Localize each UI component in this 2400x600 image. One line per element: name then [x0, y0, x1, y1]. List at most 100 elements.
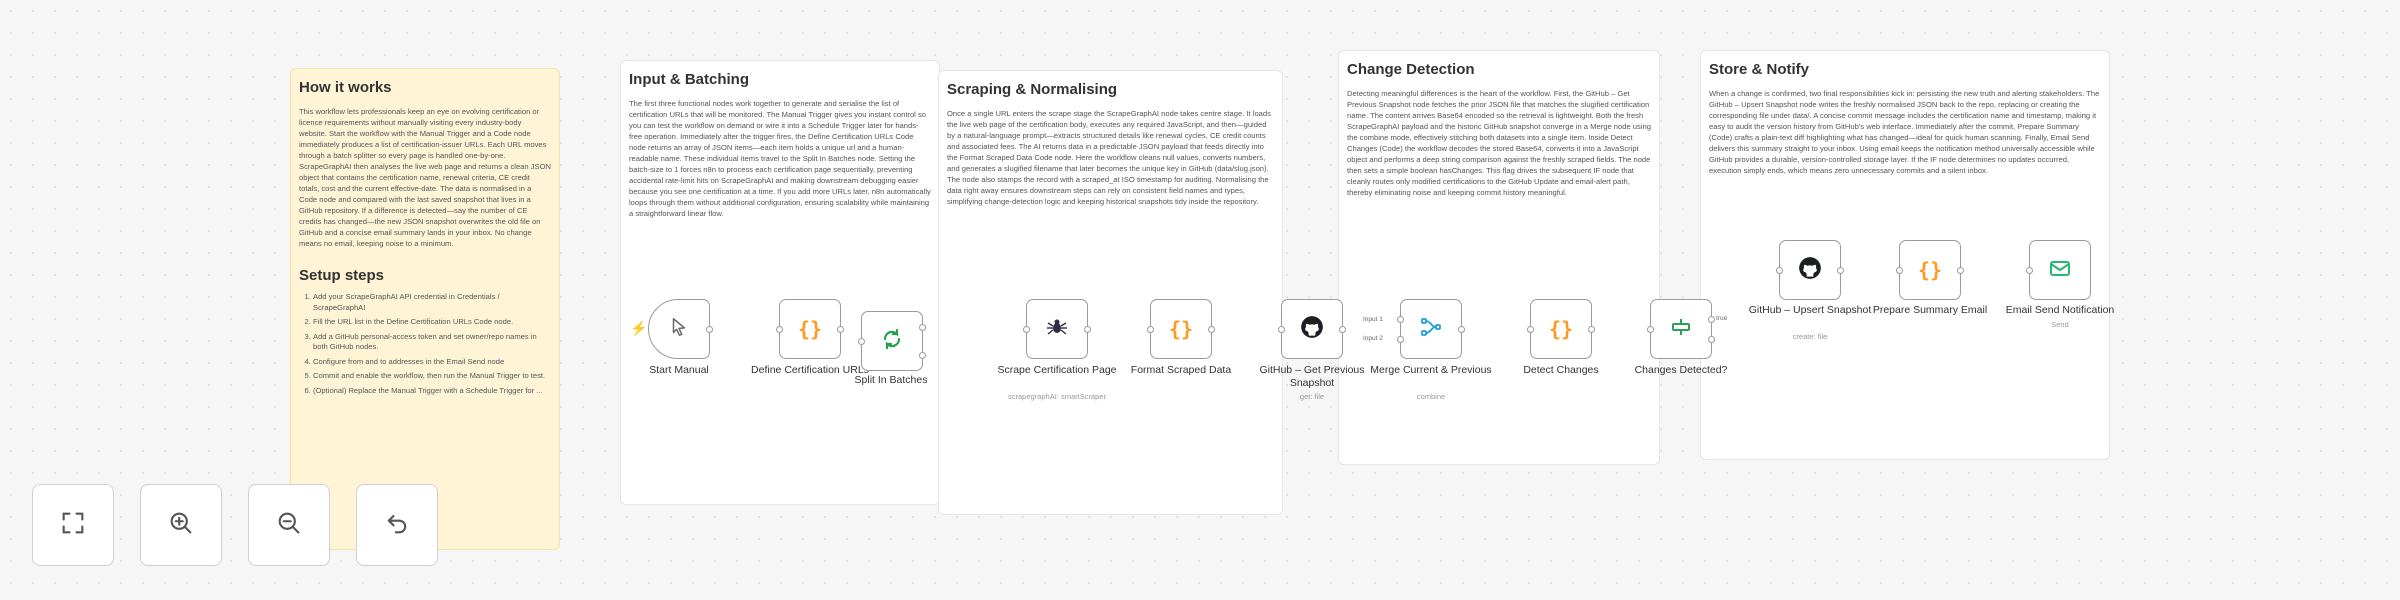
store-notify-body: When a change is confirmed, two final re… — [1709, 89, 2100, 175]
node-format-scraped-data[interactable]: {} — [1147, 299, 1215, 359]
input-handle[interactable] — [776, 326, 783, 333]
setup-step: (Optional) Replace the Manual Trigger wi… — [313, 386, 551, 397]
output-handle-loop[interactable] — [919, 352, 926, 359]
github-icon — [1299, 314, 1325, 345]
input-handle[interactable] — [1647, 326, 1654, 333]
output-handle[interactable] — [1588, 326, 1595, 333]
node-define-certification-urls[interactable]: {} — [776, 299, 844, 359]
input-handle[interactable] — [1776, 267, 1783, 274]
output-handle[interactable] — [706, 326, 713, 333]
output-handle[interactable] — [1208, 326, 1215, 333]
node-gh-upsert-subtitle: create: file — [1792, 332, 1828, 341]
sticky-change-detection: Change Detection Detecting meaningful di… — [1338, 50, 1660, 465]
setup-step: Configure from and to addresses in the E… — [313, 357, 551, 368]
node-define-urls-label: Define Certification URLs — [751, 364, 869, 376]
node-email-send-notification[interactable] — [2026, 240, 2091, 300]
if-icon — [1669, 315, 1693, 344]
output-handle-done[interactable] — [919, 324, 926, 331]
node-github-upsert-snapshot[interactable] — [1776, 240, 1844, 300]
node-github-get-previous-snapshot[interactable] — [1278, 299, 1346, 359]
code-braces-icon: {} — [1548, 317, 1574, 341]
node-email-label: Email Send Notification — [2005, 304, 2115, 316]
undo-button[interactable] — [356, 484, 438, 566]
input-handle-2[interactable] — [1397, 336, 1404, 343]
output-handle[interactable] — [1837, 267, 1844, 274]
node-detect-changes[interactable]: {} — [1527, 299, 1595, 359]
node-format-label: Format Scraped Data — [1130, 364, 1232, 376]
node-email-subtitle: Send — [2051, 320, 2069, 329]
setup-step: Add a GitHub personal-access token and s… — [313, 332, 551, 353]
sticky-how-it-works: How it works This workflow lets professi… — [290, 68, 560, 550]
edge-label-input2: Input 2 — [1363, 335, 1383, 342]
node-merge-label: Merge Current & Previous — [1370, 364, 1492, 376]
store-notify-title: Store & Notify — [1709, 61, 1810, 78]
node-merge-subtitle: combine — [1416, 392, 1446, 401]
how-it-works-body: This workflow lets professionals keep an… — [299, 107, 552, 248]
pointer-icon — [668, 316, 690, 343]
output-handle[interactable] — [1084, 326, 1091, 333]
zoom-out-icon — [275, 509, 303, 542]
setup-step: Add your ScrapeGraphAI API credential in… — [313, 292, 551, 313]
node-start-manual-label: Start Manual — [649, 364, 709, 376]
output-handle[interactable] — [1339, 326, 1346, 333]
node-prepare-summary-email[interactable]: {} — [1896, 240, 1964, 300]
sticky-scraping-normalising: Scraping & Normalising Once a single URL… — [938, 70, 1283, 515]
change-detection-body: Detecting meaningful differences is the … — [1347, 89, 1651, 197]
fit-view-button[interactable] — [32, 484, 114, 566]
setup-steps-title: Setup steps — [299, 267, 385, 284]
node-scrape-certification-page[interactable] — [1023, 299, 1091, 359]
output-handle-true[interactable] — [1708, 316, 1715, 323]
input-handle-1[interactable] — [1397, 316, 1404, 323]
node-summary-label: Prepare Summary Email — [1872, 304, 1988, 316]
sticky-input-batching: Input & Batching The first three functio… — [620, 60, 940, 505]
edge-label-true: true — [1716, 315, 1728, 322]
scraping-title: Scraping & Normalising — [947, 81, 1118, 98]
node-scrape-subtitle: scrapegraphAI: smartScraper — [1008, 392, 1106, 401]
zoom-out-button[interactable] — [248, 484, 330, 566]
input-handle[interactable] — [1147, 326, 1154, 333]
scraping-body: Once a single URL enters the scrape stag… — [947, 109, 1271, 206]
input-handle[interactable] — [1896, 267, 1903, 274]
node-if-label: Changes Detected? — [1634, 364, 1728, 376]
trigger-bolt-icon: ⚡ — [630, 320, 648, 336]
input-handle[interactable] — [1023, 326, 1030, 333]
change-detection-title: Change Detection — [1347, 61, 1475, 78]
merge-icon — [1419, 315, 1443, 344]
setup-step: Commit and enable the workflow, then run… — [313, 371, 551, 382]
code-braces-icon: {} — [797, 317, 823, 341]
input-batching-title: Input & Batching — [629, 71, 749, 88]
input-handle[interactable] — [1278, 326, 1285, 333]
node-gh-get-subtitle: get: file — [1299, 392, 1325, 401]
node-gh-upsert-label: GitHub – Upsert Snapshot — [1748, 304, 1872, 316]
node-start-manual[interactable] — [648, 299, 713, 359]
node-split-in-batches[interactable] — [858, 311, 926, 371]
node-gh-get-label: GitHub – Get Previous Snapshot — [1259, 364, 1365, 389]
node-merge-current-previous[interactable] — [1397, 299, 1465, 359]
loop-icon — [880, 327, 904, 356]
node-detect-label: Detect Changes — [1523, 364, 1599, 376]
setup-step: Fill the URL list in the Define Certific… — [313, 317, 551, 328]
output-handle[interactable] — [837, 326, 844, 333]
mail-icon — [2048, 256, 2072, 285]
node-split-label: Split In Batches — [854, 374, 928, 386]
input-handle[interactable] — [1527, 326, 1534, 333]
how-it-works-title: How it works — [299, 79, 392, 96]
code-braces-icon: {} — [1168, 317, 1194, 341]
output-handle-false[interactable] — [1708, 336, 1715, 343]
spider-icon — [1045, 315, 1069, 344]
code-braces-icon: {} — [1917, 258, 1943, 282]
zoom-in-button[interactable] — [140, 484, 222, 566]
input-batching-body: The first three functional nodes work to… — [629, 99, 931, 218]
edge-label-input1: Input 1 — [1363, 316, 1383, 323]
node-changes-detected-if[interactable] — [1647, 299, 1715, 359]
input-handle[interactable] — [2026, 267, 2033, 274]
input-handle[interactable] — [858, 338, 865, 345]
fit-view-icon — [59, 509, 87, 542]
zoom-in-icon — [167, 509, 195, 542]
node-scrape-label: Scrape Certification Page — [997, 364, 1117, 376]
output-handle[interactable] — [1458, 326, 1465, 333]
output-handle[interactable] — [1957, 267, 1964, 274]
undo-icon — [383, 509, 411, 542]
setup-steps-list: Add your ScrapeGraphAI API credential in… — [299, 292, 551, 396]
github-icon — [1797, 255, 1823, 286]
